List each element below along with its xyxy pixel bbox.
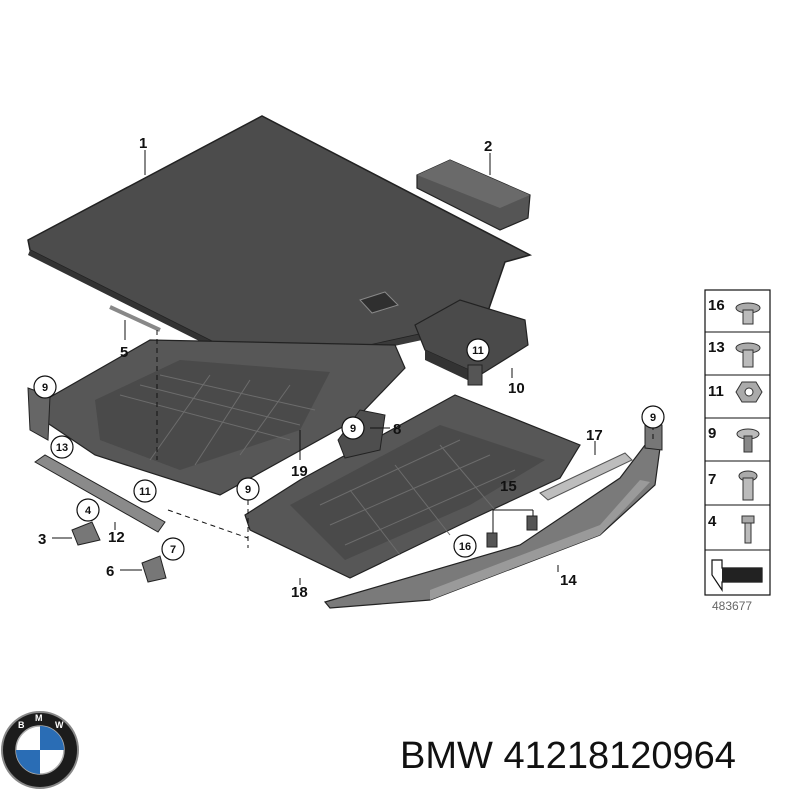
screw-icon [741, 515, 755, 544]
part-number: 41218120964 [503, 735, 736, 777]
label-2: 2 [484, 138, 492, 155]
label-19: 19 [291, 463, 308, 480]
mounting-bracket [414, 299, 529, 386]
hex-nut-icon [735, 381, 763, 403]
svg-text:M: M [35, 713, 43, 723]
svg-text:13: 13 [56, 442, 68, 454]
label-12: 12 [108, 529, 125, 546]
part-caption: BMW 41218120964 [400, 735, 736, 778]
svg-text:9: 9 [42, 382, 48, 394]
storage-tub-lower [244, 394, 581, 579]
storage-tub-upper [39, 339, 406, 496]
trim-strip [539, 452, 633, 501]
plastic-rivet-icon [735, 302, 761, 325]
retaining-clips [486, 515, 538, 548]
label-15: 15 [500, 478, 517, 495]
callout-7: 7 [161, 537, 185, 561]
svg-text:16: 16 [459, 541, 471, 553]
label-17: 17 [586, 427, 603, 444]
callout-13: 13 [50, 435, 74, 459]
legend-4: 4 [708, 513, 717, 530]
label-3: 3 [38, 531, 46, 548]
svg-text:11: 11 [472, 345, 484, 357]
svg-text:9: 9 [650, 412, 656, 424]
callout-9-bracket: 9 [341, 416, 365, 440]
callout-16: 16 [453, 534, 477, 558]
svg-text:9: 9 [245, 484, 251, 496]
push-clip-icon [736, 428, 760, 453]
legend-16: 16 [708, 297, 725, 314]
bolt-icon [738, 470, 758, 501]
arrow-icon [711, 559, 763, 592]
legend-13: 13 [708, 339, 725, 356]
fastener-legend: 16 13 11 9 7 4 [704, 289, 771, 596]
label-5: 5 [120, 344, 128, 361]
legend-7: 7 [708, 471, 716, 488]
label-6: 6 [106, 563, 114, 580]
svg-text:B: B [18, 720, 25, 730]
legend-9: 9 [708, 425, 716, 442]
support-strut [109, 305, 161, 332]
svg-text:9: 9 [350, 423, 356, 435]
label-18: 18 [291, 584, 308, 601]
small-cover [416, 159, 531, 231]
label-1: 1 [139, 135, 147, 152]
svg-text:11: 11 [139, 486, 151, 498]
label-10: 10 [508, 380, 525, 397]
leader-lines [52, 150, 654, 585]
diagram-reference-number: 483677 [712, 599, 752, 613]
bmw-logo: B M W [1, 711, 79, 789]
svg-text:7: 7 [170, 544, 176, 556]
callout-11-left: 11 [133, 479, 157, 503]
label-14: 14 [560, 572, 577, 589]
flange-screw-icon [735, 342, 761, 368]
callout-11-right: 11 [466, 338, 490, 362]
callout-9-left: 9 [33, 375, 57, 399]
callout-9-middle: 9 [236, 477, 260, 501]
svg-text:W: W [55, 720, 64, 730]
label-8: 8 [393, 421, 401, 438]
brand-name: BMW [400, 735, 493, 777]
legend-11: 11 [708, 383, 724, 400]
callout-4: 4 [76, 498, 100, 522]
svg-text:4: 4 [85, 505, 92, 517]
callout-9-right: 9 [641, 405, 665, 429]
